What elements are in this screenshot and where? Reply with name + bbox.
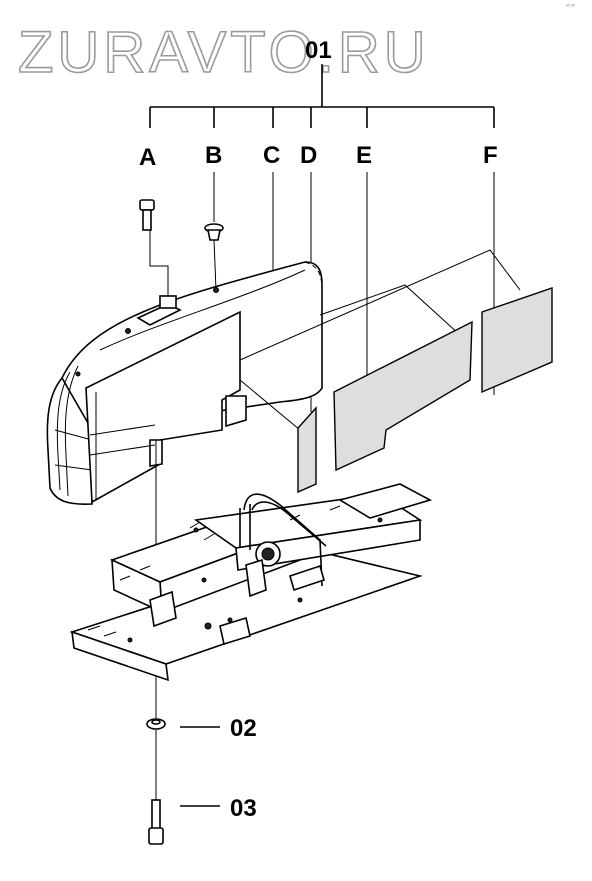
part-c-cover (46, 261, 323, 505)
part-b-clip (204, 172, 224, 291)
part-a-bolt (139, 199, 169, 298)
corner-mark: ᵃᵗᵒᵐ (566, 3, 576, 10)
callout-a: A (139, 144, 156, 171)
callout-02: 02 (230, 715, 257, 742)
callout-f: F (483, 142, 498, 169)
part-02-washer (146, 718, 220, 730)
part-d-pad (297, 406, 317, 494)
callout-d: D (300, 142, 317, 169)
frame-assembly (69, 483, 433, 682)
callout-b: B (205, 142, 222, 169)
part-e-pad (333, 320, 473, 472)
watermark-text: ZURAVTO.RU (18, 20, 430, 85)
part-f-pad (481, 287, 553, 394)
callout-03: 03 (230, 795, 257, 822)
assembly-callout-tree: 01 (149, 37, 495, 128)
callout-c: C (263, 142, 280, 169)
exploded-guide-lines (89, 249, 521, 456)
callout-01: 01 (305, 37, 332, 64)
callout-e: E (356, 142, 372, 169)
part-03-bolt (148, 730, 220, 845)
